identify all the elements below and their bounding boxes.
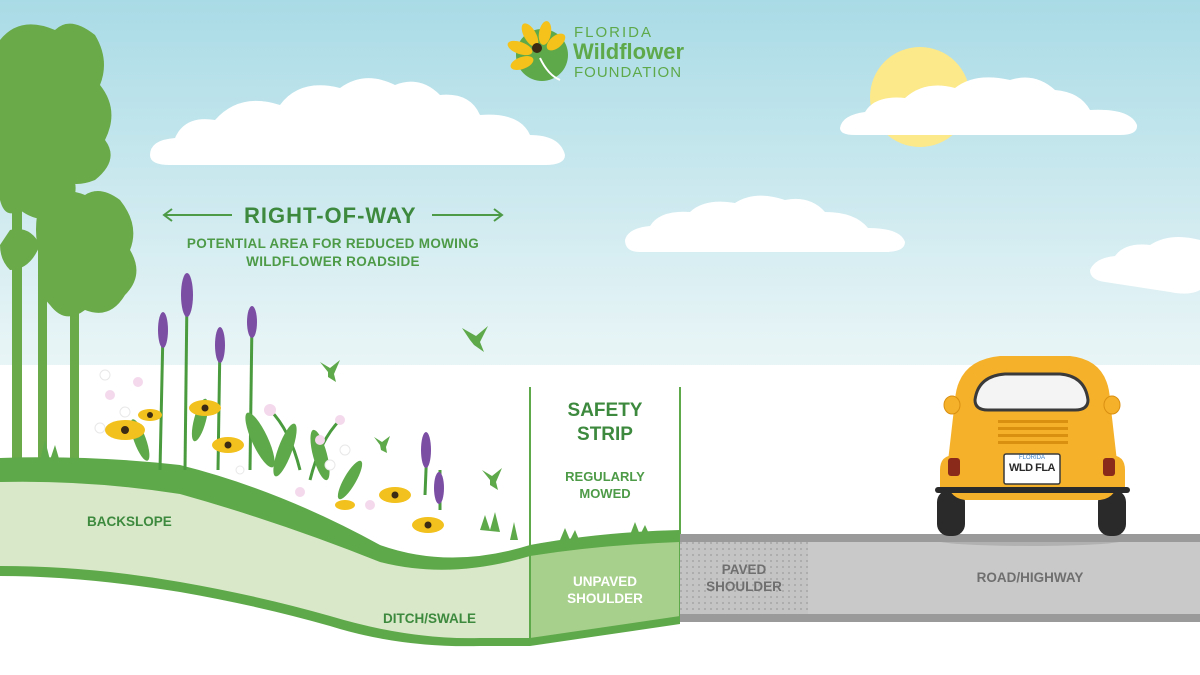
safety-strip-sub-1: REGULARLY (565, 469, 645, 484)
road-surface (808, 542, 1200, 614)
label-backslope: BACKSLOPE (87, 514, 172, 529)
label-ditch-swale: DITCH/SWALE (383, 611, 476, 626)
label-unpaved-shoulder-1: UNPAVED (572, 574, 637, 589)
cloud-sun (840, 77, 1138, 135)
cloud-middle (625, 195, 905, 252)
right-of-way-subtitle-2: WILDFLOWER ROADSIDE (246, 254, 420, 269)
logo-wildflower: Wildflower (573, 39, 685, 64)
safety-strip-title-2: STRIP (577, 424, 633, 445)
ground-unpaved (530, 538, 680, 640)
plate-number: WLD FLA (1009, 462, 1055, 474)
road-top-edge (680, 534, 1200, 542)
ground-bottom-edge (0, 566, 680, 647)
flower-logo-icon (507, 21, 568, 81)
label-unpaved-shoulder-2: SHOULDER (567, 591, 643, 606)
wildflower-meadow (40, 273, 650, 542)
paved-shoulder (680, 542, 808, 614)
label-paved-shoulder-1: PAVED (721, 562, 767, 577)
safety-strip-title-1: SAFETY (567, 400, 643, 421)
label-paved-shoulder-2: SHOULDER (706, 579, 782, 594)
safety-strip-sub-2: MOWED (579, 486, 631, 501)
plate-state: FLORIDA (1018, 455, 1045, 461)
beetle-car (935, 356, 1130, 546)
right-of-way-arrow (162, 208, 504, 222)
logo-foundation: FOUNDATION (574, 64, 683, 81)
cloud-left (150, 78, 565, 165)
cloud-right (1090, 236, 1200, 294)
ground-grass-top (0, 457, 680, 570)
logo-florida: FLORIDA (574, 24, 654, 41)
ground-light-green (0, 477, 530, 640)
label-road-highway: ROAD/HIGHWAY (976, 570, 1084, 585)
pine-trees (0, 23, 137, 480)
road-bottom-edge (680, 614, 1200, 622)
right-of-way-title: RIGHT-OF-WAY (244, 203, 417, 228)
right-of-way-subtitle-1: POTENTIAL AREA FOR REDUCED MOWING (186, 236, 480, 251)
butterflies (320, 326, 502, 490)
